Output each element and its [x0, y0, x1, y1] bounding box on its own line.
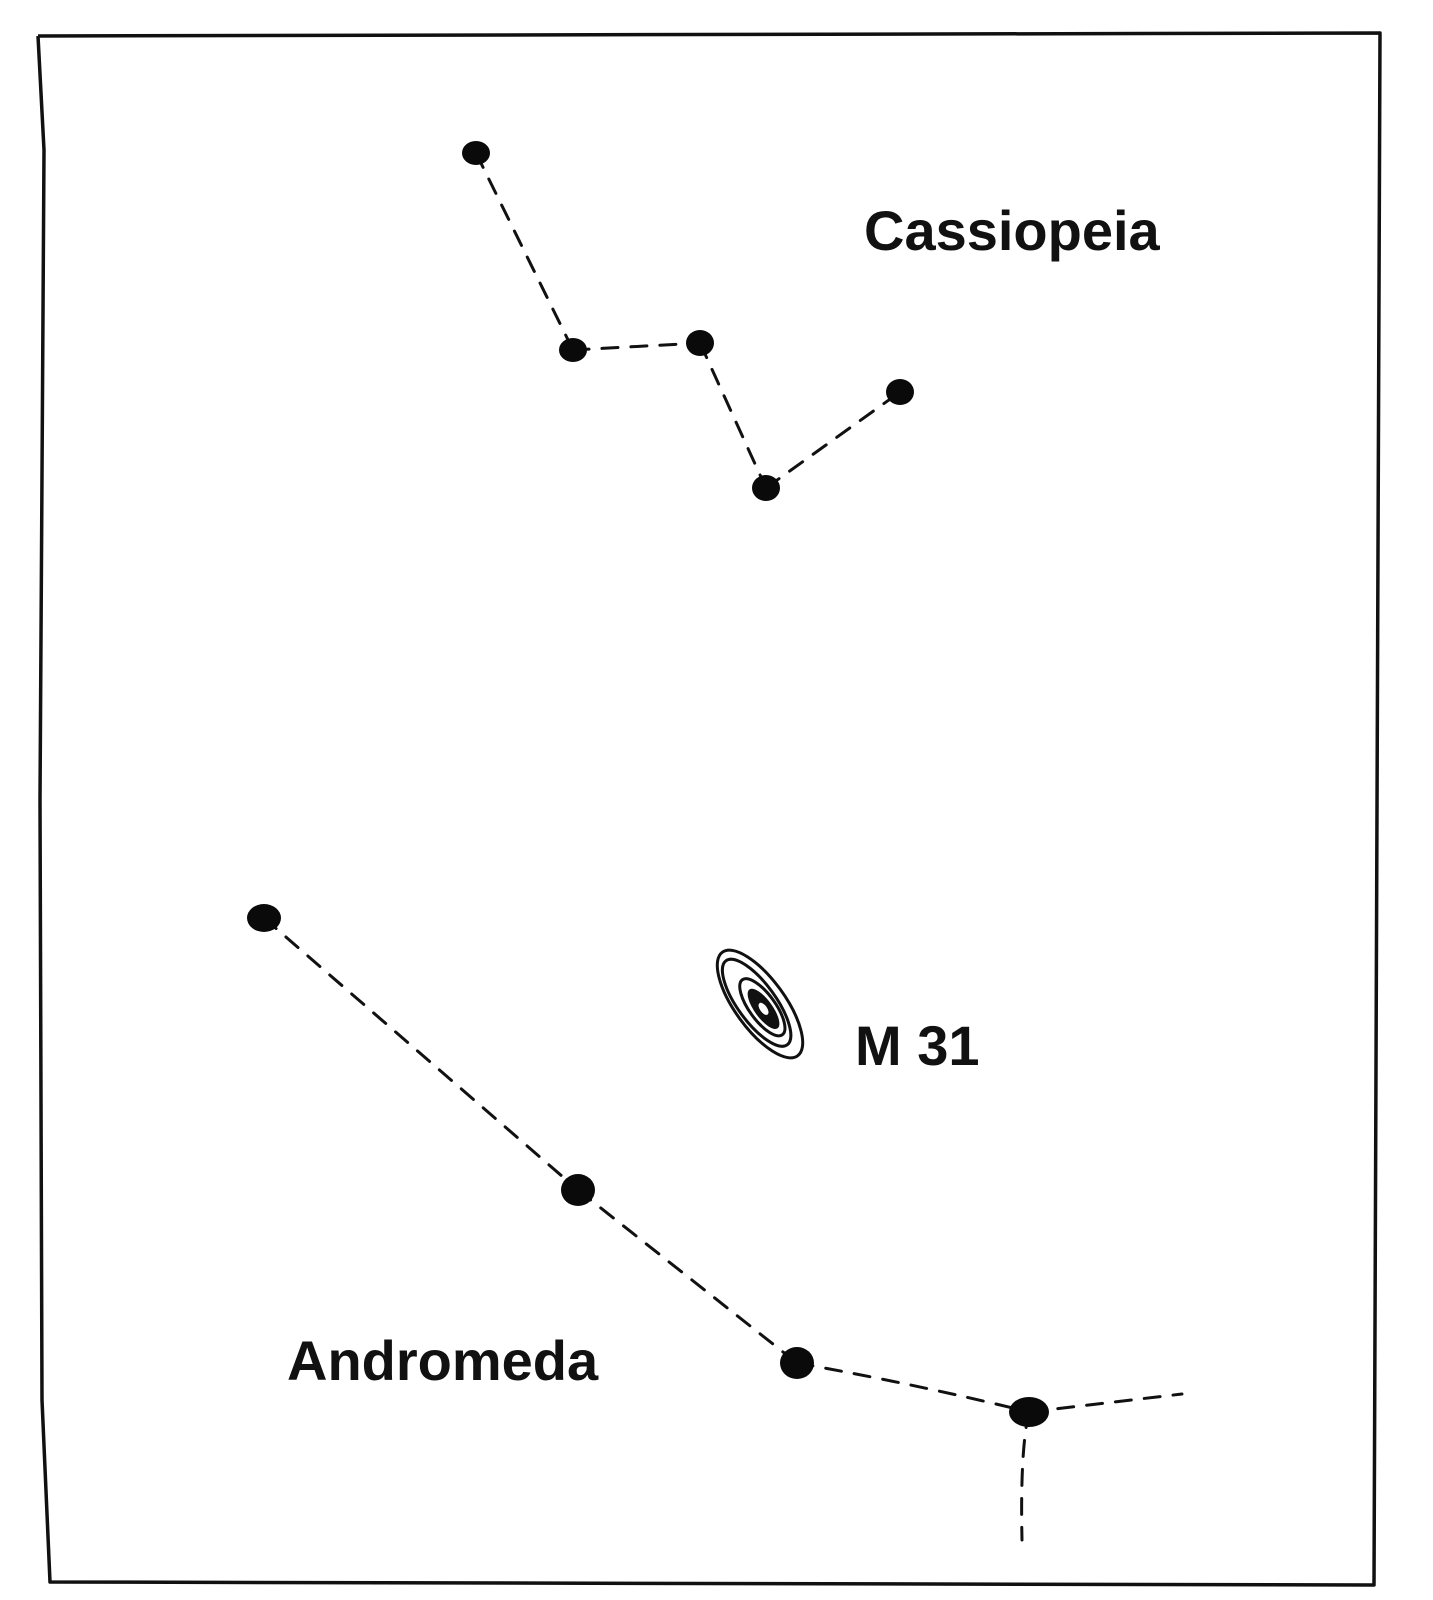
- star: [247, 904, 281, 932]
- star: [752, 475, 780, 501]
- cassiopeia-lines: [476, 153, 900, 488]
- star: [1009, 1397, 1049, 1427]
- galaxy-m31-icon: [702, 938, 818, 1071]
- andromeda-label: Andromeda: [287, 1329, 599, 1392]
- cassiopeia-label: Cassiopeia: [864, 199, 1161, 262]
- andromeda-link: [1029, 1394, 1182, 1412]
- star: [561, 1174, 595, 1206]
- cassiopeia-link: [573, 343, 700, 350]
- m31-label: M 31: [855, 1014, 980, 1077]
- star: [462, 141, 490, 165]
- andromeda-link: [578, 1190, 797, 1363]
- star: [559, 338, 587, 362]
- cassiopeia-link: [766, 392, 900, 488]
- star: [686, 330, 714, 356]
- andromeda-link: [797, 1363, 1029, 1412]
- andromeda-link: [1022, 1412, 1029, 1540]
- cassiopeia-link: [700, 343, 766, 488]
- andromeda-lines: [264, 918, 1182, 1540]
- star: [780, 1347, 814, 1379]
- andromeda-link: [264, 918, 578, 1190]
- chart-frame: [38, 33, 1380, 1585]
- cassiopeia-link: [476, 153, 573, 350]
- cassiopeia-stars: [462, 141, 914, 501]
- star: [886, 379, 914, 405]
